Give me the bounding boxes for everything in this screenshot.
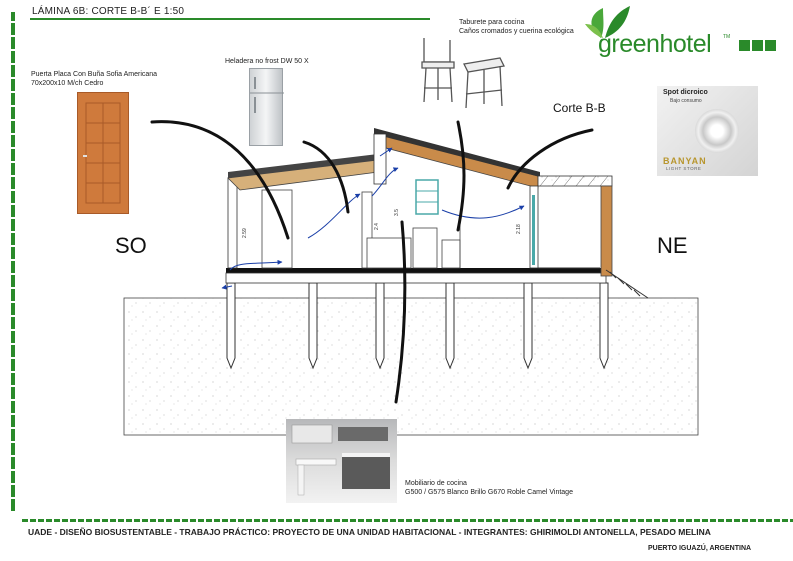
kitchen-photo (286, 419, 397, 503)
orientation-northeast: NE (657, 233, 688, 258)
fridge-caption: Heladera no frost DW 50 X (225, 58, 309, 65)
air-flow-arrow-3 (371, 167, 399, 197)
air-flow-arrow-2 (307, 193, 361, 239)
air-flow-arrow-5 (221, 284, 233, 290)
fridge-leader (302, 140, 350, 214)
kitchen-cabinets-icon (291, 424, 390, 496)
footer-place: PUERTO IGUAZÚ, ARGENTINA (648, 545, 752, 552)
pergola-post (600, 185, 613, 277)
section-label: Corte B-B (553, 101, 606, 115)
dimension-2: 2.4 (374, 223, 380, 230)
stool-caption-line1: Taburete para cocina (459, 19, 525, 26)
dimension-3: 3.5 (394, 209, 400, 216)
beam (225, 272, 607, 284)
clerestory-wall (373, 133, 387, 185)
brand-square-2 (752, 40, 763, 51)
spot-brand: BANYAN (663, 156, 707, 166)
footer-rule (22, 519, 793, 522)
foundation-piles (226, 282, 609, 370)
spot-store: LIGHT STORE (666, 166, 702, 171)
door-caption-line2: 70x200x10 M/ch Cedro (31, 80, 104, 87)
door-caption-line1: Puerta Placa Con Buña Sofia Americana (31, 71, 158, 78)
fridge-detail-icon (250, 77, 284, 113)
brand-trademark: TM (723, 34, 731, 40)
ground-block (123, 297, 699, 436)
spot-caption-line1: Spot dicroico (663, 89, 708, 96)
spot-light-icon (695, 109, 739, 153)
pergola-beam (537, 175, 613, 187)
kitchen-caption-line1: Mobiliario de cocina (405, 480, 467, 487)
dimension-1: 2.59 (242, 228, 248, 238)
door-photo (77, 92, 129, 214)
stool-caption-line2: Caños cromados y cuerina ecológica (459, 28, 574, 35)
door-panels-icon (83, 102, 121, 204)
door-leader (150, 120, 290, 240)
air-flow-arrow-6 (379, 147, 393, 157)
title-rule (30, 18, 430, 20)
air-flow-arrow-1 (229, 259, 283, 271)
window (415, 179, 439, 215)
stool-leader (456, 120, 466, 232)
kitchen-leader (394, 220, 407, 404)
floor-slab (226, 268, 606, 273)
left-wall (227, 177, 238, 269)
dimension-4: 2.18 (516, 224, 522, 234)
spot-caption-line2: Bajo consumo (670, 98, 702, 104)
brand-name: greenhotel (598, 30, 712, 58)
left-border (11, 12, 15, 512)
orientation-southwest: SO (115, 233, 147, 258)
kitchen-caption-line2: G500 / G575 Blanco Brillo G670 Roble Cam… (405, 489, 573, 496)
footer-text: UADE - DISEÑO BIOSUSTENTABLE - TRABAJO P… (28, 527, 711, 537)
brand-square-1 (739, 40, 750, 51)
brand-square-3 (765, 40, 776, 51)
fridge-photo (249, 68, 284, 146)
spot-leader (506, 128, 594, 190)
stools-icon (421, 38, 505, 109)
sheet-title: LÁMINA 6B: CORTE B-B´ E 1:50 (32, 6, 185, 17)
air-flow-arrow-4 (441, 205, 525, 219)
leaf-logo-icon (585, 6, 630, 38)
